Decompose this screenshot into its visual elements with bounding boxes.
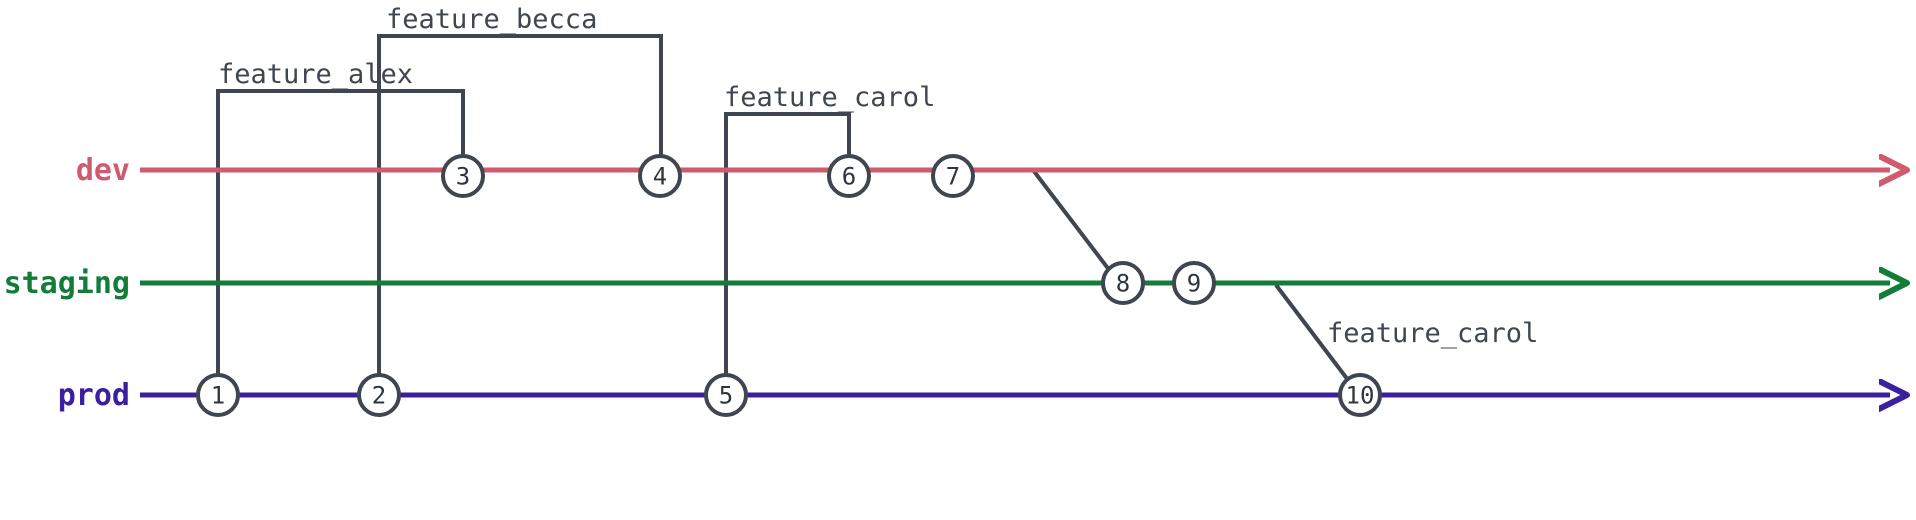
commit-label-9: 9 [1187,270,1201,298]
branch-label-prod: prod [58,378,130,413]
feature-label-2: feature_carol [724,82,935,113]
feature-labels-layer: feature_alexfeature_beccafeature_carolfe… [218,4,1538,349]
commit-label-7: 7 [946,163,960,191]
commit-node-2[interactable]: 2 [357,373,401,417]
commit-circle-1 [196,373,240,417]
commit-circle-3 [441,154,485,198]
commit-node-10[interactable]: 10 [1338,373,1382,417]
feature-label-3: feature_carol [1327,318,1538,349]
feature-alex-branch [216,89,465,395]
commit-circle-4 [638,154,682,198]
feature-becca-branch [377,34,663,395]
commit-node-9[interactable]: 9 [1172,261,1216,305]
commit-label-6: 6 [842,163,856,191]
commit-node-5[interactable]: 5 [704,373,748,417]
branch-label-dev: dev [76,153,130,188]
branch-label-staging: staging [4,266,130,301]
feature-label-0: feature_alex [218,59,413,90]
commit-circle-10 [1338,373,1382,417]
commit-circle-7 [931,154,975,198]
commit-node-8[interactable]: 8 [1101,261,1145,305]
commits-layer: 1 2 3 4 5 6 7 8 9 10 [196,154,1382,417]
commit-node-1[interactable]: 1 [196,373,240,417]
feature-carol-branch [724,112,851,395]
commit-node-4[interactable]: 4 [638,154,682,198]
connectors-layer [216,34,1350,395]
feature-label-1: feature_becca [386,4,597,35]
commit-label-3: 3 [456,163,470,191]
commit-label-5: 5 [719,382,733,410]
commit-circle-8 [1101,261,1145,305]
commit-label-1: 1 [211,382,225,410]
commit-label-4: 4 [653,163,667,191]
commit-label-10: 10 [1346,382,1375,410]
commit-label-8: 8 [1116,270,1130,298]
staging-to-prod-merge [1274,283,1350,382]
commit-circle-9 [1172,261,1216,305]
dev-to-staging-merge [1031,168,1112,273]
commit-label-2: 2 [372,382,386,410]
commit-node-3[interactable]: 3 [441,154,485,198]
branch-labels-layer: dev staging prod [4,153,130,413]
commit-circle-5 [704,373,748,417]
commit-circle-2 [357,373,401,417]
commit-node-7[interactable]: 7 [931,154,975,198]
branch-lines-layer [140,170,1890,395]
commit-node-6[interactable]: 6 [827,154,871,198]
commit-circle-6 [827,154,871,198]
